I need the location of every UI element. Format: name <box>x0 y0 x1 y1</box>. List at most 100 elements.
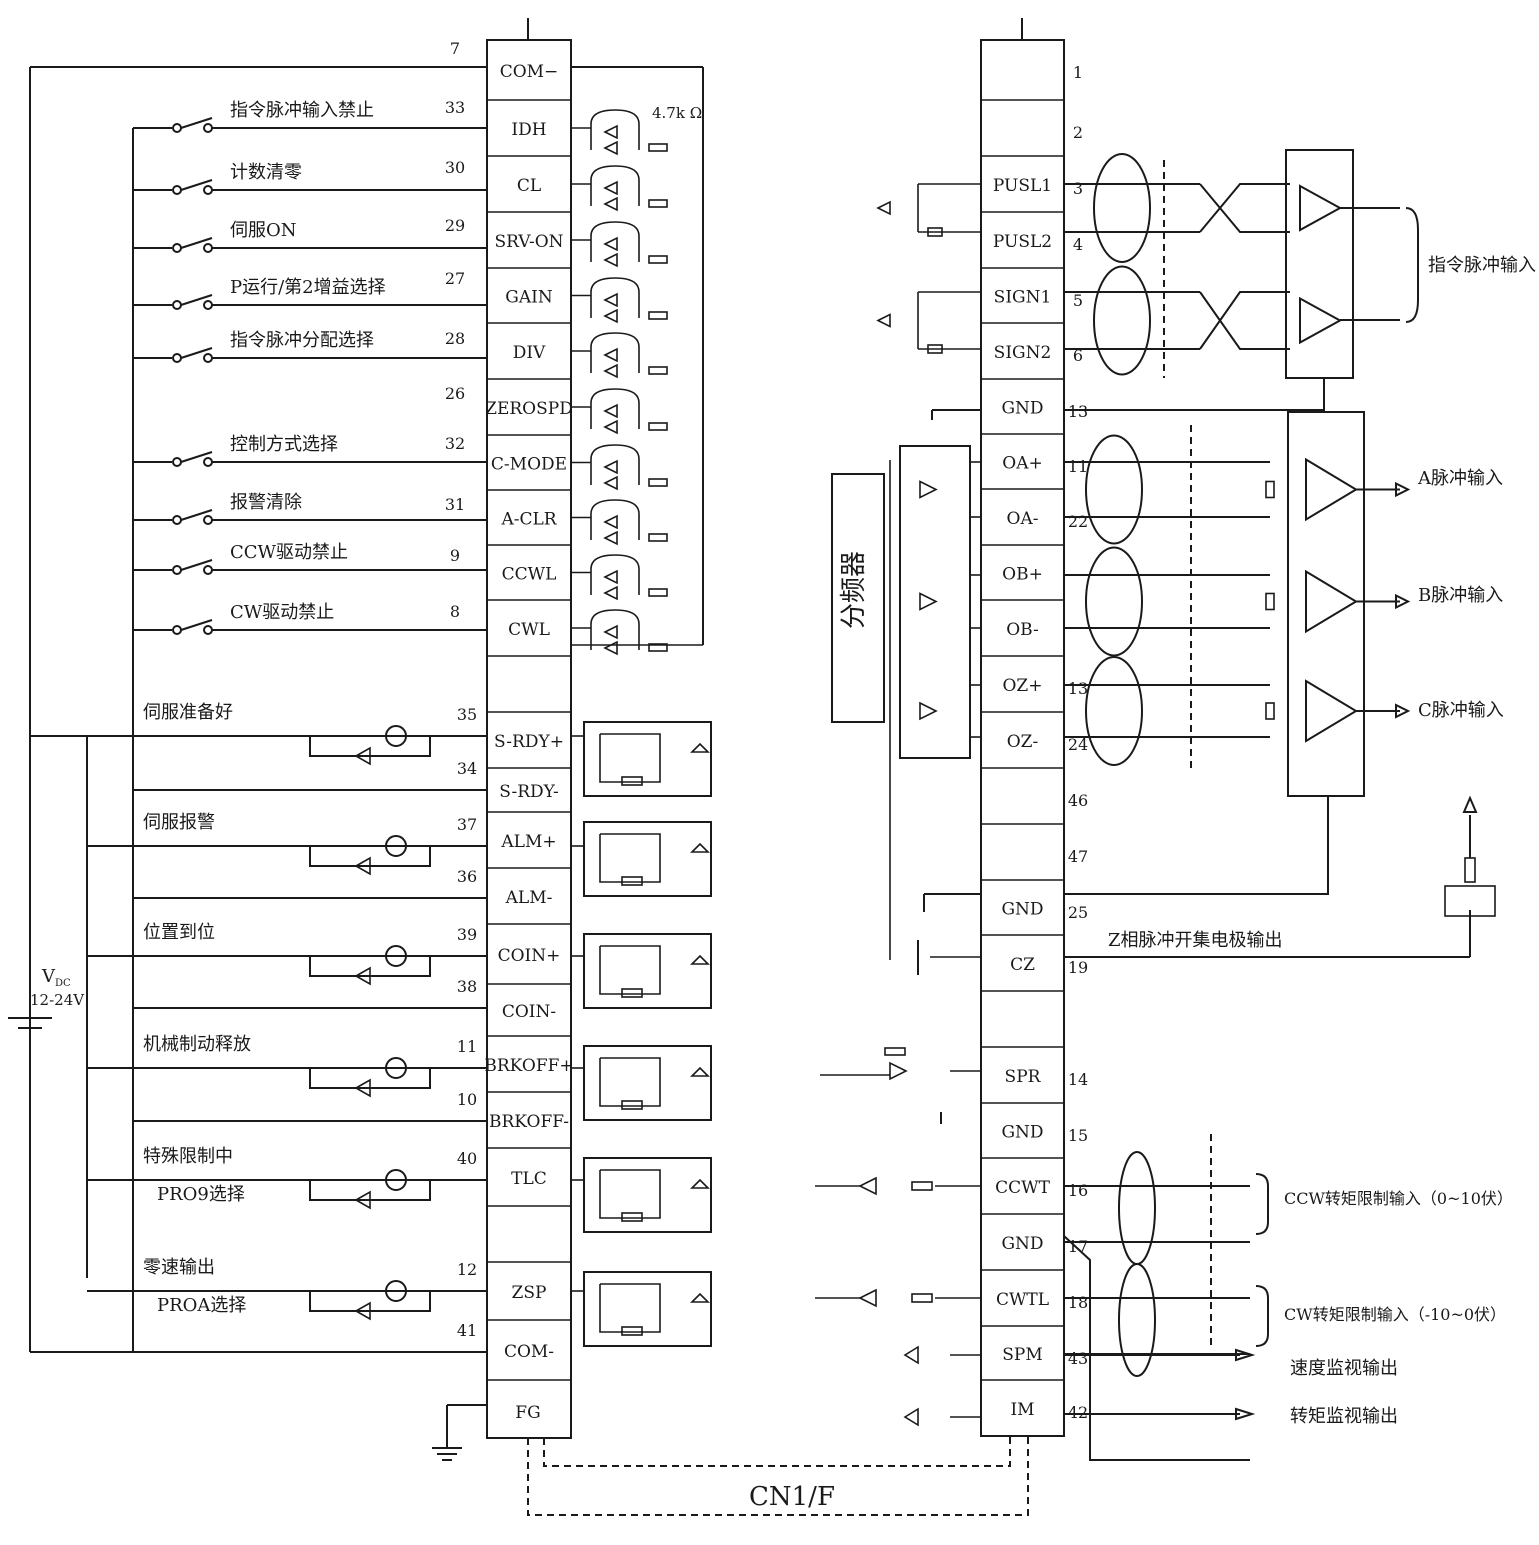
pin-number-r-3: 4 <box>1073 235 1083 254</box>
resistor-icon <box>927 227 943 237</box>
resistor-icon <box>927 344 943 354</box>
switch-contact-icon <box>172 515 182 525</box>
resistor-icon <box>648 588 668 597</box>
input-label-29: 伺服ON <box>230 220 297 241</box>
lamp-icon <box>385 1169 407 1191</box>
out-signal-12: ZSP <box>512 1283 547 1303</box>
switch-contact-icon <box>203 300 213 310</box>
output-optocoupler-box <box>583 1045 712 1121</box>
torque-monitor-label: 转矩监视输出 <box>1290 1406 1398 1427</box>
diode-icon <box>603 585 618 601</box>
output-label-35: 伺服准备好 <box>143 702 233 723</box>
driver-icon <box>919 592 938 611</box>
pin-number-r-24: 42 <box>1068 1403 1088 1422</box>
input-label-9: CCW驱动禁止 <box>230 542 348 563</box>
pin-signal-28: DIV <box>513 343 546 363</box>
lamp-icon <box>385 1057 407 1079</box>
optocoupler-icon <box>590 499 640 540</box>
diode-icon <box>603 308 618 324</box>
resistor-icon <box>621 1212 643 1222</box>
lamp-icon <box>385 1280 407 1302</box>
switch-contact-icon <box>203 353 213 363</box>
switch-contact-icon <box>203 625 213 635</box>
output-label-12: 零速输出 <box>143 1257 215 1278</box>
output-label2-12: PROA选择 <box>157 1295 246 1316</box>
optocoupler-icon <box>590 221 640 262</box>
pin-signal-r-3: PUSL2 <box>993 232 1052 252</box>
wire <box>1064 796 1329 895</box>
supply-label-sub: DC <box>55 978 71 989</box>
output-optocoupler-box <box>583 1157 712 1233</box>
pin-signal-r-15: GND <box>1001 900 1043 920</box>
optocoupler-icon <box>590 444 640 485</box>
out-number-37: 37 <box>457 815 477 834</box>
switch-contact-icon <box>203 185 213 195</box>
diode-icon <box>354 966 371 986</box>
output-optocoupler-box <box>583 821 712 897</box>
pin-number-7: 7 <box>450 39 460 58</box>
pin-number-r-1: 2 <box>1073 123 1083 142</box>
pin-number-r-14: 47 <box>1068 847 1088 866</box>
pin-signal-r-7: OA+ <box>1002 454 1042 474</box>
ccw-torque-label: CCW转矩限制输入（0~10伏） <box>1284 1189 1513 1208</box>
divider-box <box>831 473 885 723</box>
twisted-pair-ellipse <box>1118 1151 1156 1265</box>
output-label-39: 位置到位 <box>143 922 215 943</box>
opamp-icon <box>903 1345 919 1365</box>
pin-signal-r-22: CWTL <box>996 1290 1049 1310</box>
line-driver-icon <box>1299 184 1343 232</box>
resistor-icon <box>648 422 668 431</box>
led-icon <box>876 200 891 216</box>
twisted-pair <box>1199 291 1290 350</box>
optocoupler-icon <box>590 109 640 150</box>
resistor-icon <box>1265 702 1275 720</box>
pin-signal-r-11: OZ+ <box>1003 676 1043 696</box>
led-icon <box>603 403 618 419</box>
resistor-icon <box>648 143 668 152</box>
pin-number-r-23: 43 <box>1068 1349 1088 1368</box>
led-icon <box>603 236 618 252</box>
connector-name: CN1/F <box>749 1482 835 1512</box>
resistor-icon <box>621 776 643 786</box>
resistor-icon <box>648 533 668 542</box>
out-number-36: 36 <box>457 867 477 886</box>
pin-signal-r-16: CZ <box>1010 955 1035 975</box>
twisted-pair-ellipse <box>1085 656 1143 766</box>
opamp-icon <box>858 1288 877 1308</box>
pin-number-r-22: 18 <box>1068 1293 1088 1312</box>
output-label-11: 机械制动释放 <box>143 1034 251 1055</box>
input-label-32: 控制方式选择 <box>230 434 338 455</box>
diode-icon <box>354 1301 371 1321</box>
diode-icon <box>603 419 618 435</box>
resistor-icon <box>648 311 668 320</box>
transistor-icon <box>599 1057 661 1107</box>
pin-number-r-7: 11 <box>1068 457 1088 476</box>
output-label2-40: PRO9选择 <box>157 1184 245 1205</box>
pin-number-r-6: 13 <box>1068 402 1088 421</box>
resistor-icon <box>621 876 643 886</box>
resistor-icon <box>648 255 668 264</box>
transistor-icon <box>599 1283 661 1333</box>
pin-signal-r-12: OZ- <box>1007 732 1039 752</box>
resistor-icon <box>1464 857 1476 883</box>
pin-number-29: 29 <box>445 216 465 235</box>
twisted-pair <box>1199 291 1290 350</box>
output-label-40: 特殊限制中 <box>143 1146 233 1167</box>
pin-signal-r-2: PUSL1 <box>993 176 1052 196</box>
receiver-icon <box>1305 679 1358 743</box>
twisted-pair-ellipse <box>1085 434 1143 545</box>
switch-blade-icon <box>180 347 213 359</box>
pin-number-r-21: 17 <box>1068 1237 1088 1256</box>
resistor-icon <box>884 1047 906 1056</box>
pin-number-r-0: 1 <box>1073 63 1083 82</box>
line-driver-box <box>1285 149 1354 379</box>
optocoupler-icon <box>1444 885 1496 917</box>
pin-signal-r-4: SIGN1 <box>994 288 1052 308</box>
pin-number-30: 30 <box>445 158 465 177</box>
diode-icon <box>603 363 618 379</box>
switch-blade-icon <box>180 559 213 571</box>
switch-contact-icon <box>203 515 213 525</box>
pin-signal-r-20: CCWT <box>995 1178 1050 1198</box>
output-optocoupler-box <box>583 1271 712 1347</box>
led-icon <box>690 1292 710 1303</box>
